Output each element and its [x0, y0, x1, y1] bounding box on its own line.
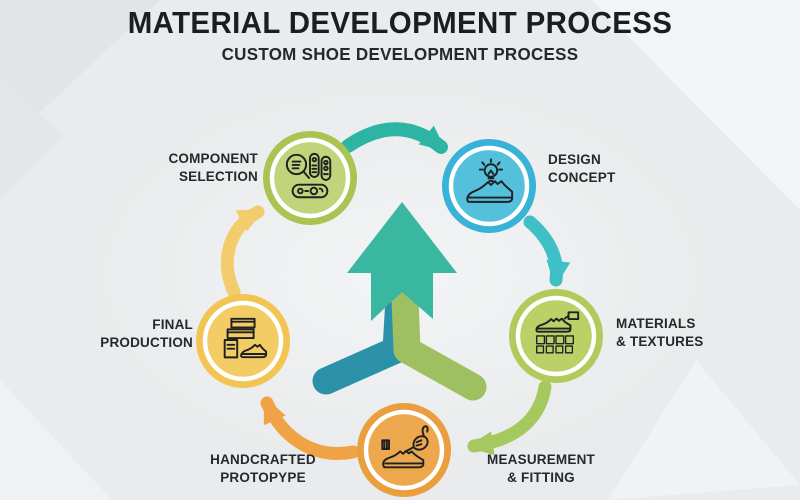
node-component-selection: [263, 131, 357, 225]
node-design-concept: [442, 139, 536, 233]
header: MATERIAL DEVELOPMENT PROCESS CUSTOM SHOE…: [0, 5, 800, 65]
hand-stitching-shoe-icon: [381, 425, 429, 469]
label-materials-textures: MATERIALS & TEXTURES: [616, 316, 704, 350]
center-arrow-right-leg: [391, 284, 487, 401]
node-ring: [448, 145, 530, 227]
arrow-design-to-materials: [523, 215, 571, 287]
node-ring: [269, 137, 351, 219]
node-materials-textures: [509, 289, 603, 383]
arrow-production-to-component: [220, 205, 265, 299]
soles-magnifier-icon: [285, 152, 332, 199]
node-final-production: [196, 294, 290, 388]
sneaker-swatches-icon: [535, 311, 580, 354]
center-merge-arrow: [312, 202, 487, 401]
shoe-boxes-icon: [223, 317, 268, 359]
node-ring: [202, 300, 284, 382]
sneaker-lightbulb-icon: [466, 158, 514, 203]
label-design-concept: DESIGN CONCEPT: [548, 152, 616, 186]
page-title: MATERIAL DEVELOPMENT PROCESS: [127, 5, 673, 40]
label-final-production: FINAL PRODUCTION: [100, 317, 193, 351]
node-handcrafted-prototype: [357, 403, 451, 497]
label-handcrafted-prototype: HANDCRAFTED PROTOPYPE: [210, 452, 316, 486]
center-arrow-left-leg: [312, 284, 413, 395]
arrow-prototype-to-production: [260, 396, 360, 460]
node-ring: [363, 409, 445, 491]
label-component-selection: COMPONENT SELECTION: [168, 151, 258, 185]
page-subtitle: CUSTOM SHOE DEVELOPMENT PROCESS: [221, 44, 579, 64]
arrow-component-to-design: [341, 122, 448, 154]
center-arrow-up-icon: [347, 202, 457, 321]
label-measurement-fitting: MEASUREMENT & FITTING: [487, 452, 595, 486]
arrow-materials-to-measurement: [467, 380, 552, 456]
